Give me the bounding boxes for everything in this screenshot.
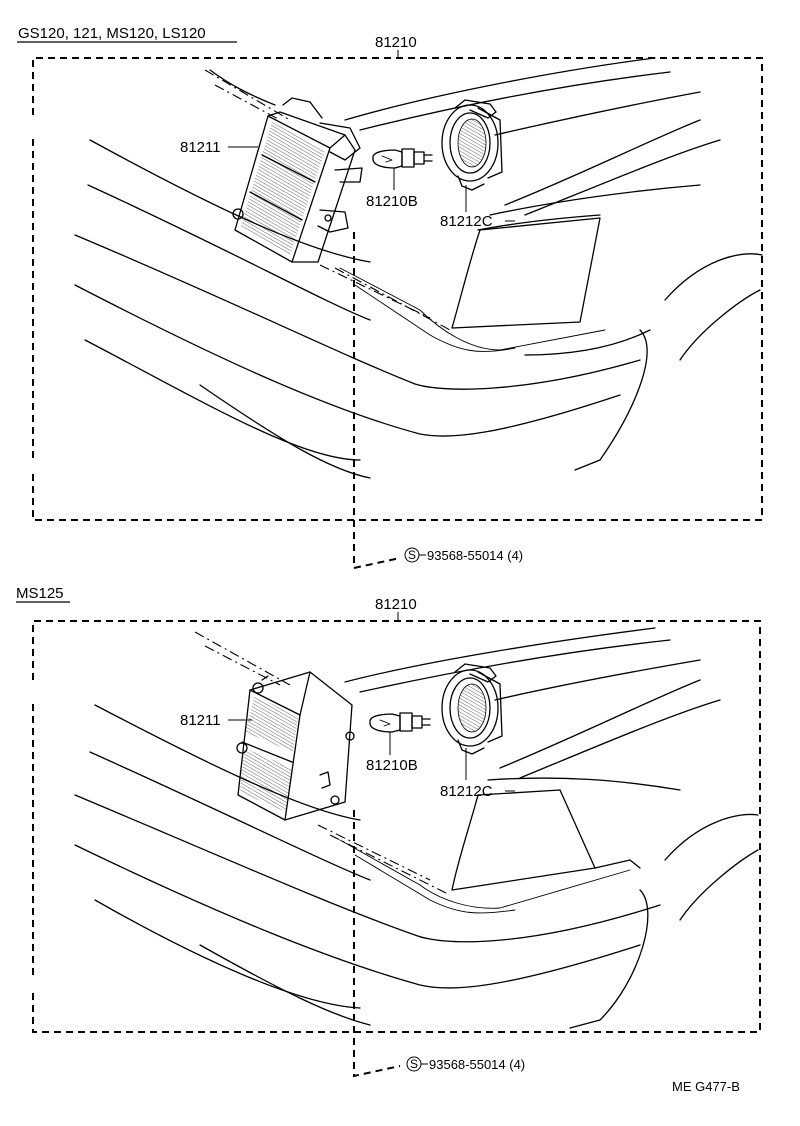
panel-2-assembly-number: 81210 [375, 596, 417, 613]
panel-2-label-81211: 81211 [180, 712, 221, 729]
panel-1-lamp-housing-81211 [232, 97, 363, 263]
footer-code: ME G477-B [672, 1079, 740, 1094]
panel-2-bulb-81210b [369, 712, 431, 733]
panel-1-label-81212c: 81212C [440, 213, 493, 230]
panel-1: GS120, 121, MS120, LS120 81210 [17, 25, 763, 570]
panel-2-frame [32, 620, 761, 1033]
panel-1-label-81210b: 81210B [366, 193, 418, 210]
panel-1-socket-81212c [441, 99, 503, 191]
panel-2-screw-part: 93568-55014 (4) [429, 1057, 525, 1072]
panel-2-label-81210b: 81210B [366, 757, 418, 774]
panel-1-label-81211: 81211 [180, 139, 221, 156]
panel-1-header: GS120, 121, MS120, LS120 [18, 25, 206, 42]
panel-2-label-81212c: 81212C [440, 783, 493, 800]
panel-2: MS125 81210 [16, 585, 761, 1078]
panel-1-bulb-81210b [372, 148, 433, 169]
panel-2-screw-symbol: S [410, 1057, 418, 1071]
panel-1-screw-symbol: S [408, 548, 416, 562]
panel-2-header: MS125 [16, 585, 64, 602]
panel-1-screw-part: 93568-55014 (4) [427, 548, 523, 563]
panel-1-frame [32, 57, 763, 521]
panel-2-socket-81212c [441, 663, 503, 755]
panel-1-assembly-number: 81210 [375, 34, 417, 51]
panel-2-body-lines [74, 627, 759, 1029]
panel-1-body-lines [74, 57, 763, 479]
panel-2-lamp-housing-81211 [236, 671, 355, 821]
